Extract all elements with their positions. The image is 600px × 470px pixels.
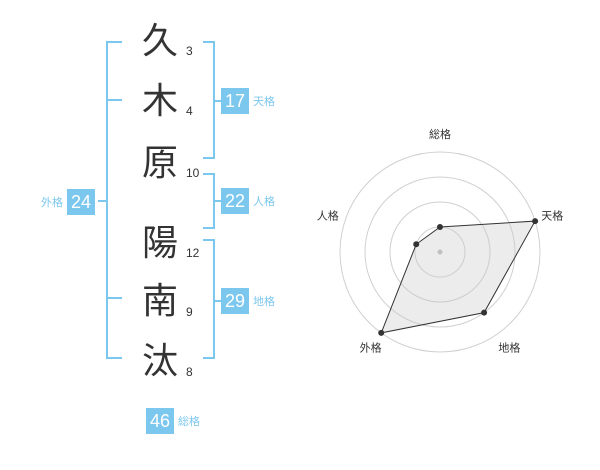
gaikaku-bracket-bottom — [106, 357, 122, 359]
tenkaku-label: 天格 — [253, 95, 275, 108]
kanji-char-5: 南 — [141, 281, 178, 322]
tenkaku-value: 17 — [221, 88, 249, 114]
tenkaku-bracket-connector — [213, 100, 221, 102]
gaikaku-bracket-mid1 — [106, 99, 122, 101]
stroke-count-4: 12 — [186, 246, 200, 260]
jinkaku-badge: 22 人格 — [221, 188, 275, 214]
stroke-count-5: 9 — [186, 305, 193, 319]
tenkaku-bracket-top — [203, 41, 215, 43]
radar-point-2 — [532, 218, 539, 225]
jinkaku-value: 22 — [221, 188, 249, 214]
gaikaku-bracket-top — [106, 41, 122, 43]
radar-point-1 — [437, 224, 443, 230]
radar-grid-ring-3 — [364, 176, 516, 328]
chikaku-label: 地格 — [253, 295, 275, 308]
radar-point-4 — [378, 329, 385, 336]
gaikaku-bracket-connector — [98, 200, 106, 202]
radar-grid-ring-2 — [389, 201, 491, 303]
chikaku-bracket-bottom — [203, 357, 215, 359]
tenkaku-badge: 17 天格 — [221, 88, 275, 114]
kanji-char-3: 原 — [141, 143, 178, 184]
radar-point-3 — [481, 309, 488, 316]
radar-grid-ring-4 — [339, 151, 541, 353]
jinkaku-bracket-bottom — [203, 227, 215, 229]
radar-axis-label-4: 外格 — [360, 340, 382, 354]
stroke-count-1: 3 — [186, 44, 193, 58]
radar-axis-label-3: 地格 — [498, 340, 520, 354]
chikaku-badge: 29 地格 — [221, 288, 275, 314]
soukaku-value: 46 — [146, 408, 174, 434]
soukaku-label: 総格 — [178, 415, 200, 428]
stroke-count-6: 8 — [186, 365, 193, 379]
chikaku-value: 29 — [221, 288, 249, 314]
jinkaku-bracket-connector — [213, 200, 221, 202]
kanji-char-6: 汰 — [141, 341, 178, 382]
gaikaku-label: 外格 — [41, 196, 63, 209]
radar-point-5 — [413, 241, 420, 248]
gaikaku-badge: 24 外格 — [41, 189, 95, 215]
kanji-char-4: 陽 — [141, 223, 178, 264]
chikaku-bracket-top — [203, 239, 215, 241]
tenkaku-bracket-bottom — [203, 157, 215, 159]
radar-axis-label-2: 天格 — [541, 209, 563, 223]
jinkaku-bracket-top — [203, 173, 215, 175]
gaikaku-bracket-mid2 — [106, 297, 122, 299]
gaikaku-value: 24 — [67, 189, 95, 215]
kanji-char-2: 木 — [141, 81, 178, 122]
soukaku-badge: 46 総格 — [146, 408, 200, 434]
radar-center-dot — [437, 249, 443, 255]
chikaku-bracket-vertical — [213, 239, 215, 359]
stroke-count-2: 4 — [186, 104, 193, 118]
gaikaku-bracket-vertical — [106, 41, 108, 359]
radar-data-polygon — [380, 220, 536, 334]
chikaku-bracket-connector — [213, 300, 221, 302]
kanji-char-1: 久 — [141, 21, 178, 62]
radar-axis-label-5: 人格 — [317, 209, 339, 223]
jinkaku-label: 人格 — [253, 195, 275, 208]
radar-axis-label-1: 総格 — [429, 127, 451, 141]
stroke-count-3: 10 — [186, 166, 200, 180]
